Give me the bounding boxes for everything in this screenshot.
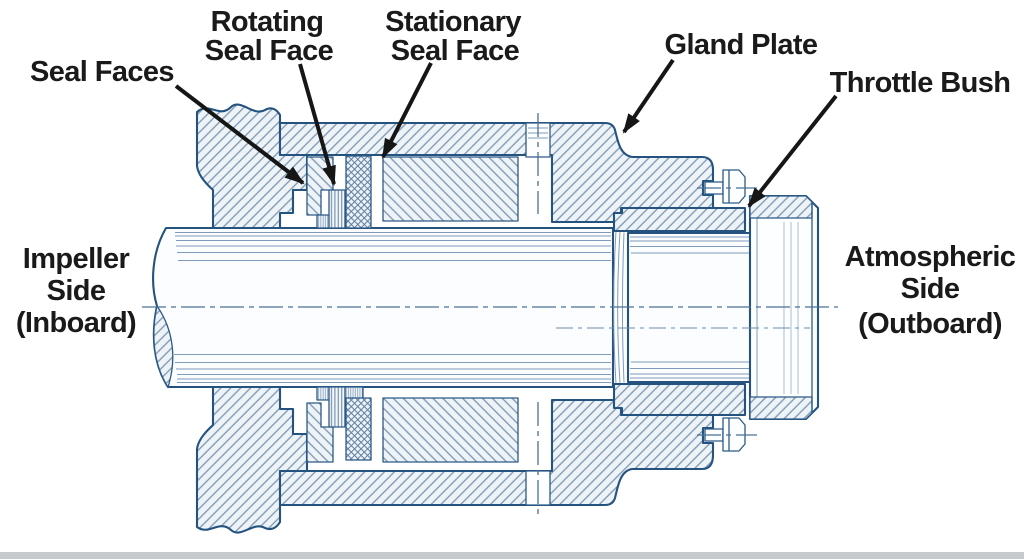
end-collar-shading	[783, 222, 799, 394]
end-collar-rim-upper	[749, 195, 813, 219]
throttle-bush-lower	[612, 382, 747, 417]
label-atmospheric-side-line3: (Outboard)	[858, 308, 1002, 340]
stationary-seal-face-upper	[345, 155, 372, 229]
label-impeller-side-line3: (Inboard)	[16, 307, 136, 339]
shaft-break-hatch	[153, 305, 174, 388]
leader-throttle-bush	[747, 94, 838, 208]
stationary-seal-face-lower	[345, 397, 372, 461]
shaft-surface-lines-large	[174, 232, 611, 383]
rotating-seal-face-lower	[328, 386, 346, 428]
end-collar-rim-lower	[749, 396, 813, 420]
leader-rotating-seal-face	[298, 63, 336, 186]
gland-nut-upper	[722, 169, 746, 204]
label-throttle-bush: Throttle Bush	[830, 67, 1011, 99]
rotating-seal-face-upper	[328, 189, 346, 229]
lower-assembly	[195, 382, 757, 534]
shaft-surface-lines-small	[630, 236, 750, 379]
label-rotating-seal-face-line2: Seal Face	[205, 35, 334, 67]
label-stationary-seal-face-line2: Seal Face	[391, 35, 520, 67]
label-impeller-side-line2: Side	[47, 275, 106, 307]
label-rotating-seal-face-line1: Rotating	[211, 6, 324, 38]
gland-insert-upper	[382, 156, 519, 222]
upper-assembly	[195, 103, 757, 233]
footer-gray-bar	[0, 552, 1024, 559]
pump-housing-lower	[195, 385, 309, 534]
label-atmospheric-side-line1: Atmospheric	[845, 241, 1016, 273]
label-gland-plate: Gland Plate	[665, 29, 818, 61]
leader-seal-faces	[174, 84, 305, 185]
leader-gland-plate	[622, 58, 675, 134]
leader-stationary-seal-face	[381, 62, 433, 159]
label-impeller-side-line1: Impeller	[23, 243, 130, 275]
label-stationary-seal-face-line1: Stationary	[385, 6, 521, 38]
label-atmospheric-side-line2: Side	[901, 273, 960, 305]
gland-insert-lower	[382, 397, 519, 463]
label-seal-faces: Seal Faces	[30, 56, 174, 88]
throttle-bush-upper	[612, 206, 747, 233]
seal-retainer-lower	[306, 402, 334, 463]
gland-plate-lower	[278, 398, 715, 507]
